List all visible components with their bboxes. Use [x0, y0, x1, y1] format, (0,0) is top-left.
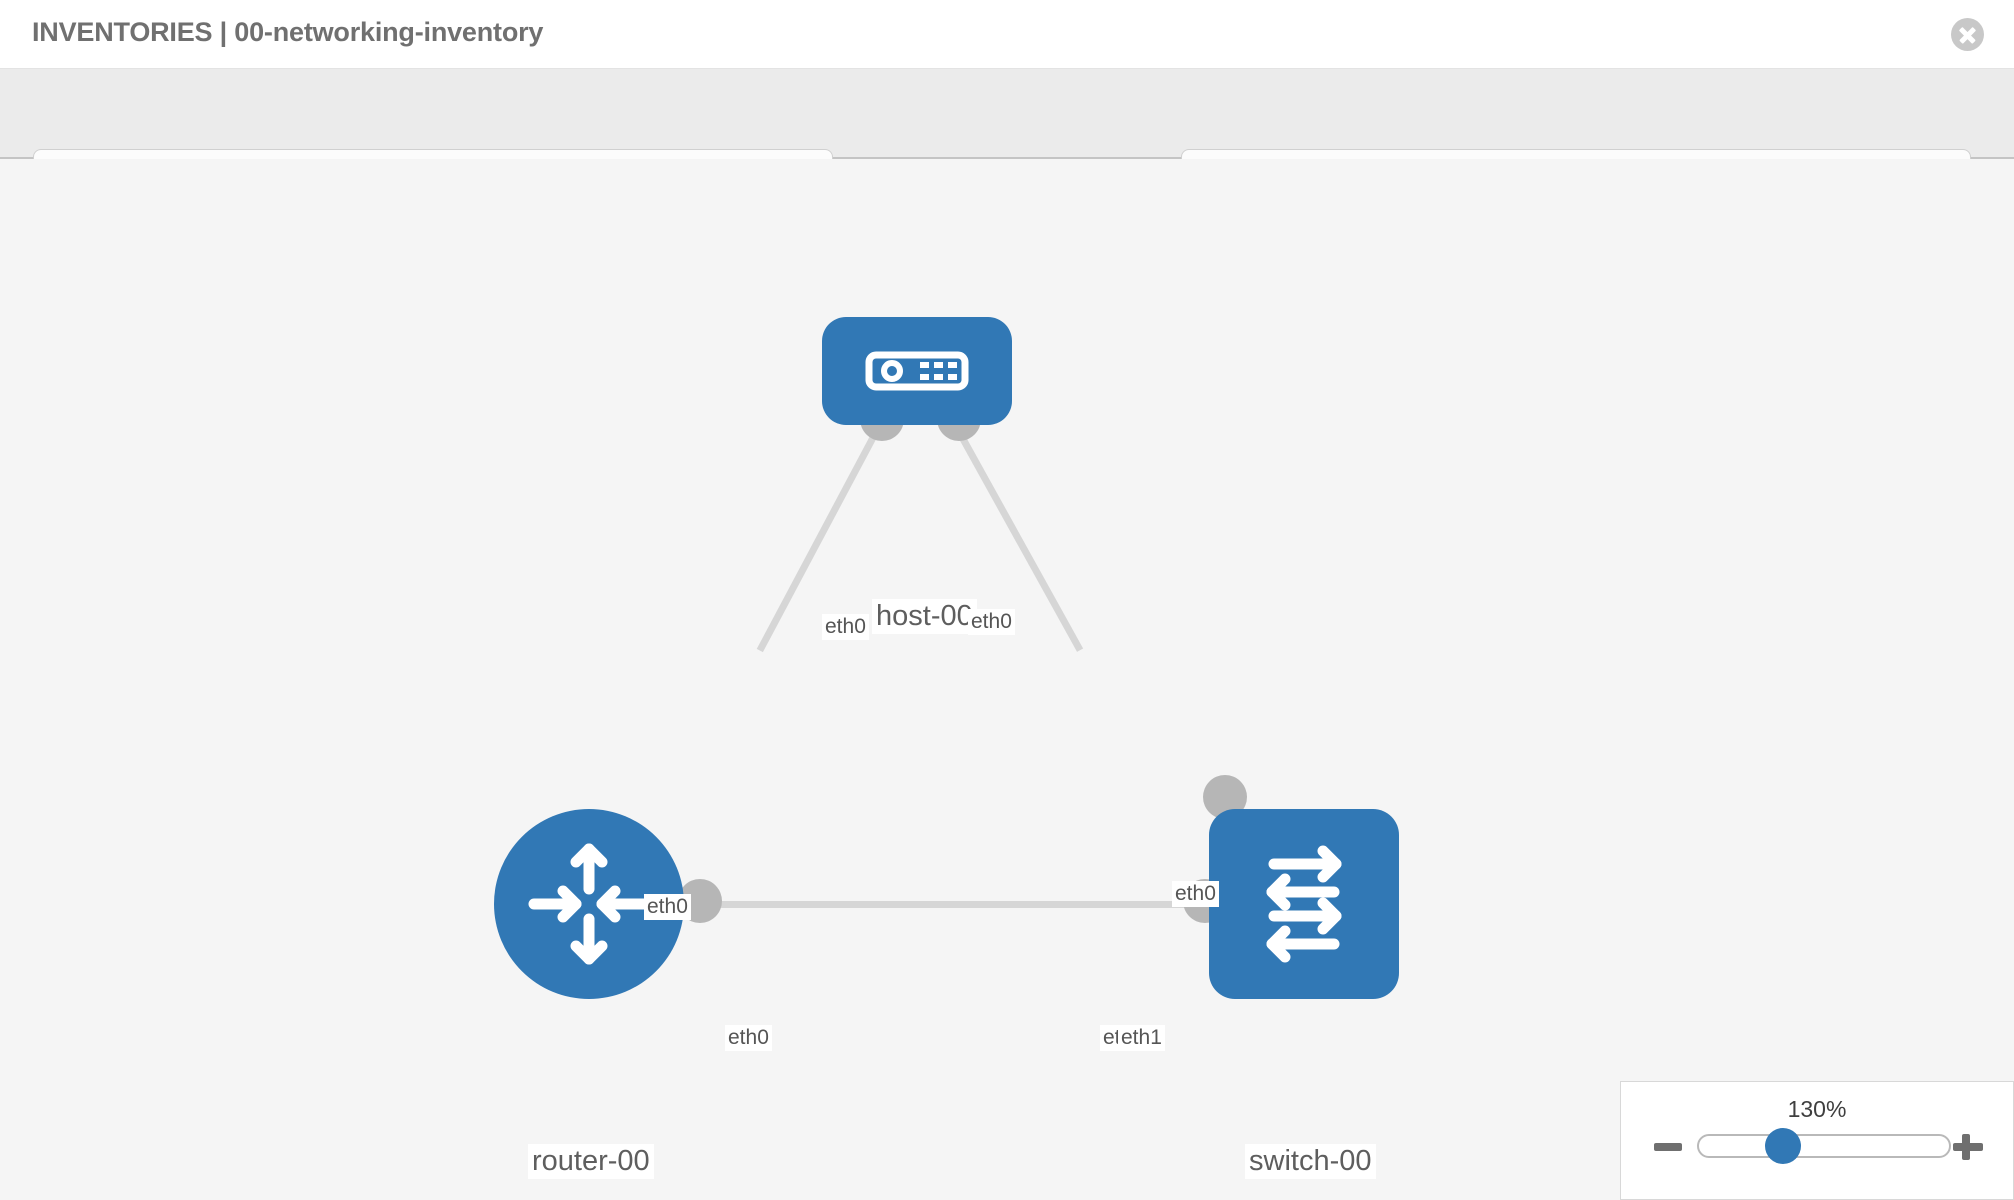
topology-canvas[interactable]: host-00 eth0 eth0 router-00 eth0 eth0 sw…: [0, 159, 2014, 1200]
toolbar: ACTIONS SEARCH: [0, 69, 2014, 202]
node-switch-00-label: switch-00: [1245, 1144, 1376, 1179]
node-host-00-label: host-00: [872, 599, 977, 634]
close-icon[interactable]: [1951, 18, 1984, 51]
zoom-slider-track[interactable]: [1697, 1134, 1951, 1158]
page-title: INVENTORIES | 00-networking-inventory: [32, 17, 544, 47]
iface-switch-left-b-label: eth1: [1118, 1025, 1165, 1051]
iface-switch-up-label: eth0: [1172, 881, 1219, 907]
zoom-level-label: 130%: [1787, 1096, 1847, 1122]
node-router-00-label: router-00: [528, 1144, 654, 1179]
zoom-slider-thumb[interactable]: [1765, 1128, 1801, 1164]
minus-icon: [1654, 1143, 1682, 1151]
iface-host-left-label: eth0: [822, 614, 869, 640]
node-switch-00[interactable]: [1209, 809, 1399, 999]
zoom-in-button[interactable]: [1951, 1130, 1985, 1164]
plus-icon-vertical: [1962, 1134, 1970, 1160]
iface-router-up-label: eth0: [644, 894, 691, 920]
iface-router-right-label: eth0: [725, 1025, 772, 1051]
server-icon: [865, 351, 969, 391]
node-host-00[interactable]: [822, 317, 1012, 425]
iface-host-right-label: eth0: [968, 609, 1015, 635]
page-header: INVENTORIES | 00-networking-inventory: [0, 0, 2014, 69]
zoom-out-button[interactable]: [1651, 1130, 1685, 1164]
zoom-control-panel: 130%: [1620, 1081, 2014, 1200]
router-arrows-icon: [528, 843, 650, 965]
link-router-switch[interactable]: [686, 901, 1226, 908]
switch-arrows-icon: [1266, 845, 1342, 963]
